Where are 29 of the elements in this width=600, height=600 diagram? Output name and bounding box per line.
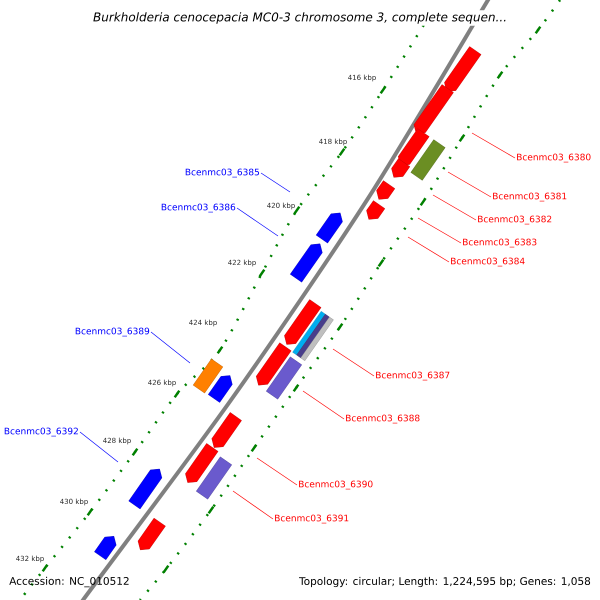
- gene-label: Bcenmc03_6383: [463, 238, 536, 248]
- title: Burkholderia cenocepacia MC0-3 chromosome 3, complete sequen...: [91, 10, 509, 26]
- gene-label: Bcenmc03_6387: [376, 372, 450, 380]
- leader-line: [408, 236, 450, 262]
- leader-line: [418, 218, 462, 244]
- gene-label: Bcenmc03_6384: [451, 258, 525, 266]
- gene-label: Bcenmc03_6391: [275, 514, 348, 524]
- gene-label: Bcenmc03_6389: [76, 328, 150, 336]
- leader-line: [232, 490, 274, 520]
- leader-line: [432, 194, 476, 220]
- gene-label: Bcenmc03_6381: [493, 192, 566, 202]
- topology-text: Topology: circular; Length: 1,224,595 bp; Genes: 1,058: [299, 576, 590, 588]
- gene-label: Bcenmc03_6390: [299, 480, 373, 490]
- leader-line: [236, 208, 278, 236]
- leader-line: [302, 390, 344, 420]
- gene-label: Bcenmc03_6385: [186, 168, 259, 178]
- gene-label: Bcenmc03_6382: [478, 216, 552, 224]
- leader-line: [256, 458, 298, 486]
- leader-line: [472, 132, 516, 158]
- accession-text: Accession: NC_010512: [9, 576, 129, 588]
- leader-line: [260, 172, 290, 192]
- gene-label: Bcenmc03_6388: [346, 414, 420, 424]
- leader-line: [150, 332, 190, 364]
- gene-label: Bcenmc03_6392: [4, 428, 78, 436]
- leader-line: [448, 172, 492, 198]
- gene-label: Bcenmc03_6386: [162, 204, 236, 212]
- gene-label: Bcenmc03_6380: [517, 154, 591, 162]
- leader-line: [332, 348, 374, 376]
- leader-line: [80, 432, 118, 462]
